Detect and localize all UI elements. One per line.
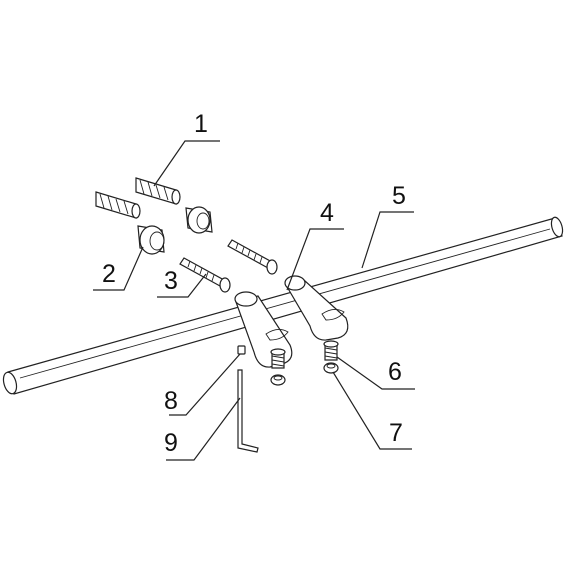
- leader-9: [166, 397, 241, 461]
- cap-right: [323, 362, 339, 374]
- cap-left: [270, 374, 286, 386]
- callout-1: 1: [194, 110, 208, 138]
- wall-plug-upper: [135, 177, 181, 205]
- leader-lines: [93, 140, 415, 461]
- callout-5: 5: [392, 182, 406, 210]
- screw-lower: [179, 257, 231, 293]
- leader-3: [157, 273, 207, 298]
- leader-8: [169, 353, 241, 416]
- grub-screw: [237, 345, 246, 355]
- callout-7: 7: [389, 419, 403, 447]
- set-screw-right: [323, 340, 339, 361]
- leader-5: [361, 211, 414, 269]
- leader-4: [286, 228, 344, 291]
- leader-1: [153, 140, 220, 187]
- callout-numbers: 1 2 3 4 5 6 7 8 9: [102, 110, 406, 457]
- spacer-upper: [185, 206, 213, 234]
- callout-3: 3: [164, 267, 178, 295]
- wall-bracket-right: [284, 275, 349, 341]
- hex-key: [237, 369, 259, 453]
- wall-plug-lower: [95, 191, 141, 219]
- spacer-lower: [137, 225, 165, 255]
- set-screw-left: [270, 348, 286, 369]
- screw-upper: [227, 239, 278, 275]
- leader-7: [332, 371, 412, 450]
- callout-9: 9: [164, 429, 178, 457]
- callout-4: 4: [320, 199, 334, 227]
- leader-2: [93, 246, 144, 291]
- rail-tube: [2, 216, 564, 395]
- leader-6: [336, 356, 415, 390]
- callout-8: 8: [164, 387, 178, 415]
- callout-6: 6: [388, 358, 402, 386]
- callout-2: 2: [102, 260, 116, 288]
